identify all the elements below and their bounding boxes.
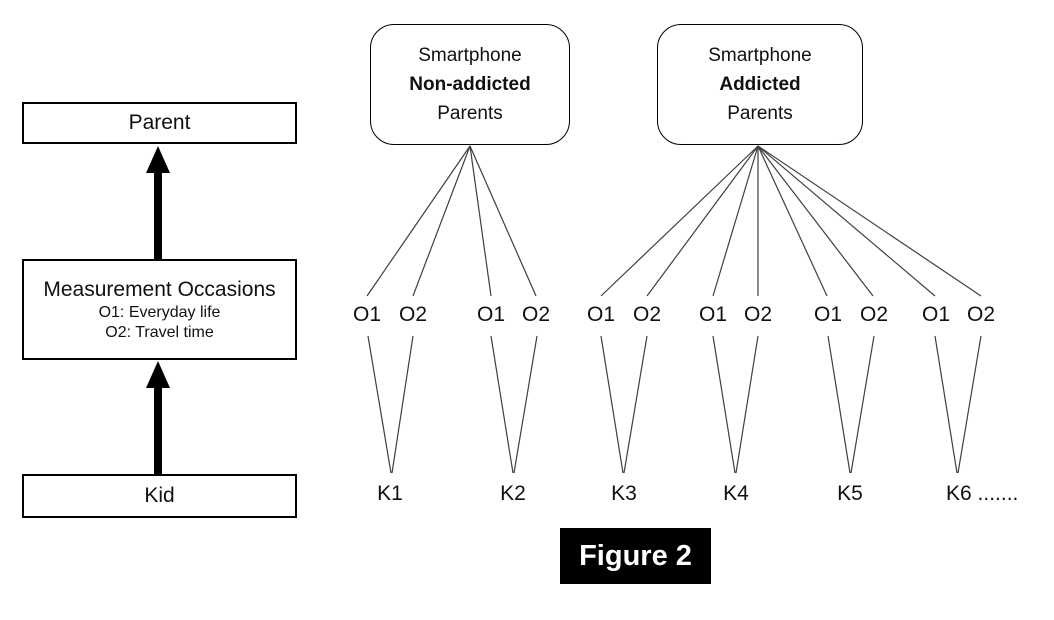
figure-caption: Figure 2 bbox=[560, 528, 711, 584]
kid-box: Kid bbox=[22, 474, 297, 518]
group-line: Smartphone bbox=[418, 45, 522, 66]
occasion-label: O1 bbox=[476, 303, 506, 326]
occasion-label: O2 bbox=[632, 303, 662, 326]
kid-label: K4 bbox=[723, 482, 749, 505]
kid-box-label: Kid bbox=[144, 484, 175, 507]
kid-label: K5 bbox=[837, 482, 863, 505]
occasion-label: O2 bbox=[743, 303, 773, 326]
kid-label: K6 ....... bbox=[946, 482, 1019, 505]
figure-caption-text: Figure 2 bbox=[579, 539, 692, 572]
measurement-o2-label: O2: Travel time bbox=[105, 323, 214, 341]
occasion-label: O1 bbox=[352, 303, 382, 326]
kid-label: K2 bbox=[500, 482, 526, 505]
occasion-to-kid-lines bbox=[367, 335, 982, 474]
measurement-box-title: Measurement Occasions bbox=[43, 277, 276, 301]
occasion-label: O2 bbox=[398, 303, 428, 326]
measurement-occasions-box: Measurement Occasions O1: Everyday life … bbox=[22, 259, 297, 360]
fan-lines-non-addicted bbox=[366, 145, 537, 297]
measurement-o1-label: O1: Everyday life bbox=[98, 303, 221, 321]
non-addicted-parents-box: Smartphone Non-addicted Parents bbox=[370, 24, 570, 145]
group-line-emphasis: Addicted bbox=[719, 74, 801, 95]
occasion-label: O2 bbox=[966, 303, 996, 326]
group-line: Parents bbox=[727, 103, 793, 124]
kid-label: K3 bbox=[611, 482, 637, 505]
occasion-label: O2 bbox=[521, 303, 551, 326]
group-line: Smartphone bbox=[708, 45, 812, 66]
group-line-emphasis: Non-addicted bbox=[409, 74, 531, 95]
parent-box-label: Parent bbox=[128, 111, 191, 134]
fan-lines-addicted bbox=[600, 145, 982, 297]
kid-label: K1 bbox=[377, 482, 403, 505]
addicted-parents-box: Smartphone Addicted Parents bbox=[657, 24, 863, 145]
occasion-label: O1 bbox=[813, 303, 843, 326]
occasion-label: O1 bbox=[586, 303, 616, 326]
occasion-label: O2 bbox=[859, 303, 889, 326]
occasion-label: O1 bbox=[921, 303, 951, 326]
group-line: Parents bbox=[437, 103, 503, 124]
parent-box: Parent bbox=[22, 102, 297, 144]
arrow-measurement-to-parent bbox=[146, 146, 170, 259]
occasion-label: O1 bbox=[698, 303, 728, 326]
arrow-kid-to-measurement bbox=[146, 361, 170, 474]
